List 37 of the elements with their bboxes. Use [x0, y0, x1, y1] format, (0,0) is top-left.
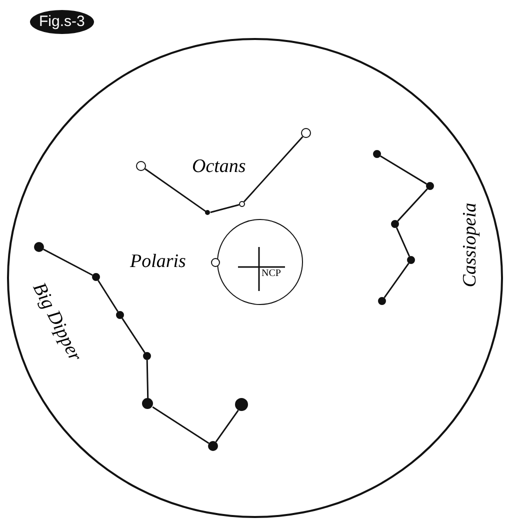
constellation-line — [384, 262, 410, 298]
constellation-line — [380, 155, 427, 185]
ncp-label: NCP — [262, 268, 281, 278]
constellation-line — [396, 227, 410, 257]
constellation-line — [210, 204, 240, 214]
star-dot — [390, 220, 398, 228]
constellation-line — [243, 136, 304, 202]
star-dot — [378, 296, 386, 304]
star-dot — [136, 160, 146, 170]
star-dot — [372, 150, 380, 158]
star-dot — [92, 272, 100, 280]
constellation-line — [152, 406, 210, 444]
star-dot — [208, 440, 218, 450]
constellation-line — [397, 188, 428, 222]
constellation-line — [215, 410, 239, 442]
figure-badge: Fig.s-3 — [30, 10, 94, 34]
star-dot — [300, 128, 310, 138]
constellation-line — [122, 318, 146, 354]
star-dot — [238, 200, 244, 206]
star-dot — [205, 210, 210, 215]
star-dot — [211, 258, 220, 267]
star-dot — [116, 310, 124, 318]
constellation-line — [144, 168, 206, 212]
constellation-line — [43, 248, 93, 276]
sky-circle — [7, 38, 503, 518]
constellation-line — [146, 360, 149, 399]
constellation-label: Polaris — [130, 252, 186, 271]
star-dot — [406, 256, 414, 264]
constellation-label: Cassiopeia — [460, 202, 480, 288]
star-dot — [34, 242, 44, 252]
star-dot — [142, 352, 150, 360]
ncp-circle — [216, 218, 302, 304]
star-dot — [426, 182, 434, 190]
star-dot — [235, 398, 248, 411]
star-dot — [142, 398, 153, 409]
constellation-line — [98, 280, 118, 312]
constellation-label: Octans — [192, 157, 246, 176]
